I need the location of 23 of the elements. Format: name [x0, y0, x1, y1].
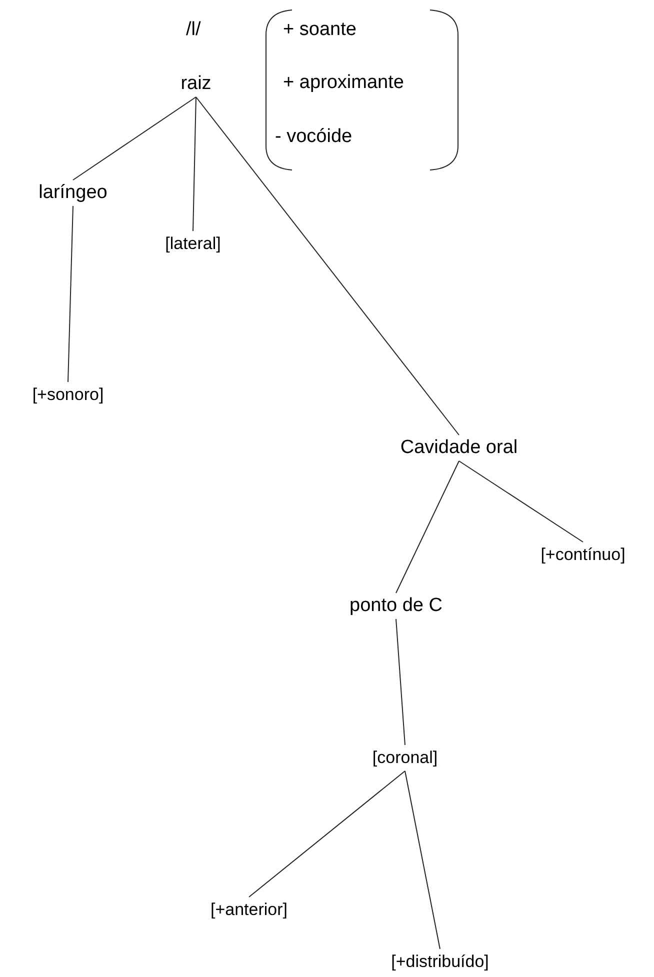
feature-label: [+distribuído]	[391, 952, 489, 972]
feature-label: laríngeo	[38, 183, 108, 203]
feature-label: - vocóide	[275, 126, 352, 148]
feature-label: + soante	[283, 19, 356, 41]
tree-branch-line	[192, 96, 196, 232]
feature-label: [lateral]	[165, 234, 221, 254]
tree-branch-line	[196, 96, 460, 436]
feature-label: [+anterior]	[210, 900, 288, 920]
tree-branch-line	[72, 96, 196, 180]
feature-label: ponto de C	[350, 596, 442, 616]
tree-branch-line	[396, 618, 406, 746]
tree-branch-line	[458, 460, 584, 542]
tree-branch-line	[68, 206, 74, 382]
feature-label: [coronal]	[372, 748, 438, 768]
feature-label: [+contínuo]	[540, 545, 626, 565]
tree-branch-line	[404, 770, 440, 950]
tree-branch-line	[248, 770, 406, 898]
feature-label: raiz	[180, 74, 212, 94]
tree-branch-line	[396, 460, 460, 594]
feature-label: [+sonoro]	[32, 385, 104, 405]
feature-label: + aproximante	[283, 72, 404, 94]
phoneme-label: /l/	[186, 19, 201, 41]
feature-label: Cavidade oral	[400, 438, 518, 458]
